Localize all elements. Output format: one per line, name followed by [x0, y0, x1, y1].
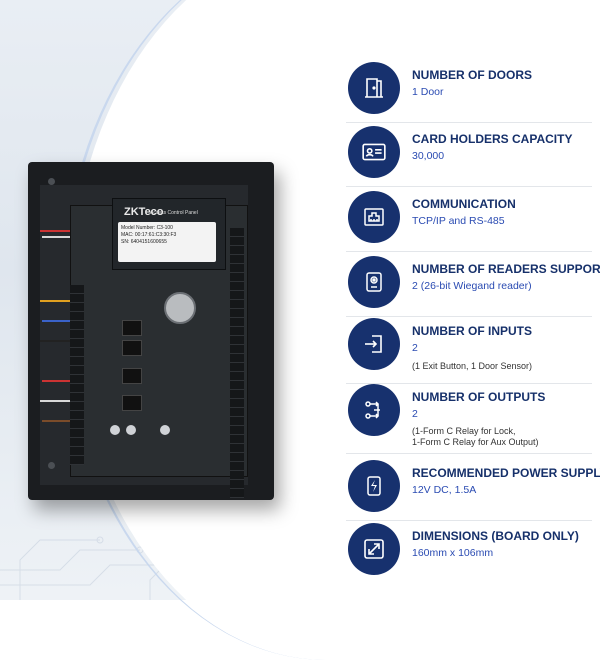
spec-title: RECOMMENDED POWER SUPPLY — [412, 466, 600, 480]
spec-value: 2 — [412, 408, 418, 420]
relay — [122, 368, 142, 384]
card-reader-icon — [348, 256, 400, 308]
spec-value: TCP/IP and RS-485 — [412, 215, 505, 227]
spec-value: 160mm x 106mm — [412, 547, 494, 559]
divider — [346, 186, 592, 187]
input-arrow-icon — [348, 318, 400, 370]
spec-row-readers: NUMBER OF READERS SUPPORTED 2 (26-bit Wi… — [348, 256, 600, 312]
spec-row-capacity: CARD HOLDERS CAPACITY 30,000 — [348, 126, 588, 182]
ethernet-port-icon — [348, 191, 400, 243]
spec-title: NUMBER OF READERS SUPPORTED — [412, 262, 600, 276]
resize-arrows-icon — [348, 523, 400, 575]
spec-row-communication: COMMUNICATION TCP/IP and RS-485 — [348, 191, 588, 247]
spec-value: 12V DC, 1.5A — [412, 484, 477, 496]
device-sticker: Model Number: C3-100 MAC: 00:17:61:C3:30… — [118, 222, 216, 262]
wire — [42, 420, 70, 422]
spec-value: 1 Door — [412, 86, 444, 98]
door-icon — [348, 62, 400, 114]
brand-logo: ZKTeco — [124, 206, 164, 218]
spec-title: CARD HOLDERS CAPACITY — [412, 132, 573, 146]
spec-value: 2 (26-bit Wiegand reader) — [412, 280, 532, 292]
terminal-block-right — [230, 228, 244, 498]
divider — [346, 316, 592, 317]
spec-row-outputs: NUMBER OF OUTPUTS 2 (1-Form C Relay for … — [348, 384, 588, 447]
spec-row-power: RECOMMENDED POWER SUPPLY 12V DC, 1.5A — [348, 460, 600, 516]
screw — [48, 462, 55, 469]
spec-row-doors: NUMBER OF DOORS 1 Door — [348, 62, 588, 118]
wire — [42, 236, 80, 238]
divider — [346, 453, 592, 454]
wire — [42, 380, 70, 382]
wire — [40, 230, 80, 232]
capacitor — [160, 425, 170, 435]
screw — [48, 178, 55, 185]
spec-value: 2 — [412, 342, 418, 354]
wire — [40, 300, 70, 302]
spec-title: DIMENSIONS (BOARD ONLY) — [412, 529, 579, 543]
capacitor — [126, 425, 136, 435]
spec-title: NUMBER OF INPUTS — [412, 324, 532, 338]
panel-label: Access Control Panel — [150, 210, 198, 216]
wire — [40, 400, 70, 402]
terminal-block-left — [70, 285, 84, 465]
divider — [346, 383, 592, 384]
spec-row-dimensions: DIMENSIONS (BOARD ONLY) 160mm x 106mm — [348, 523, 588, 579]
coin-battery — [164, 292, 196, 324]
relay — [122, 395, 142, 411]
power-bolt-icon — [348, 460, 400, 512]
spec-title: NUMBER OF DOORS — [412, 68, 532, 82]
spec-title: NUMBER OF OUTPUTS — [412, 390, 546, 404]
model-number: Model Number: C3-100 — [121, 225, 173, 231]
mac-address: MAC: 00:17:61:C3:30:F3 — [121, 232, 177, 238]
divider — [346, 122, 592, 123]
spec-note: (1 Exit Button, 1 Door Sensor) — [412, 361, 533, 371]
relay — [122, 320, 142, 336]
spec-value: 30,000 — [412, 150, 445, 162]
spec-title: COMMUNICATION — [412, 197, 516, 211]
divider — [346, 251, 592, 252]
divider — [346, 520, 592, 521]
wire — [42, 320, 70, 322]
spec-note: 1-Form C Relay for Aux Output) — [412, 437, 539, 447]
capacitor — [110, 425, 120, 435]
outputs-icon — [348, 384, 400, 436]
serial-number: SN: 6404151600655 — [121, 239, 167, 245]
relay — [122, 340, 142, 356]
spec-note: (1-Form C Relay for Lock, — [412, 426, 516, 436]
spec-row-inputs: NUMBER OF INPUTS 2 (1 Exit Button, 1 Doo… — [348, 318, 588, 374]
wire — [40, 340, 70, 342]
id-card-icon — [348, 126, 400, 178]
